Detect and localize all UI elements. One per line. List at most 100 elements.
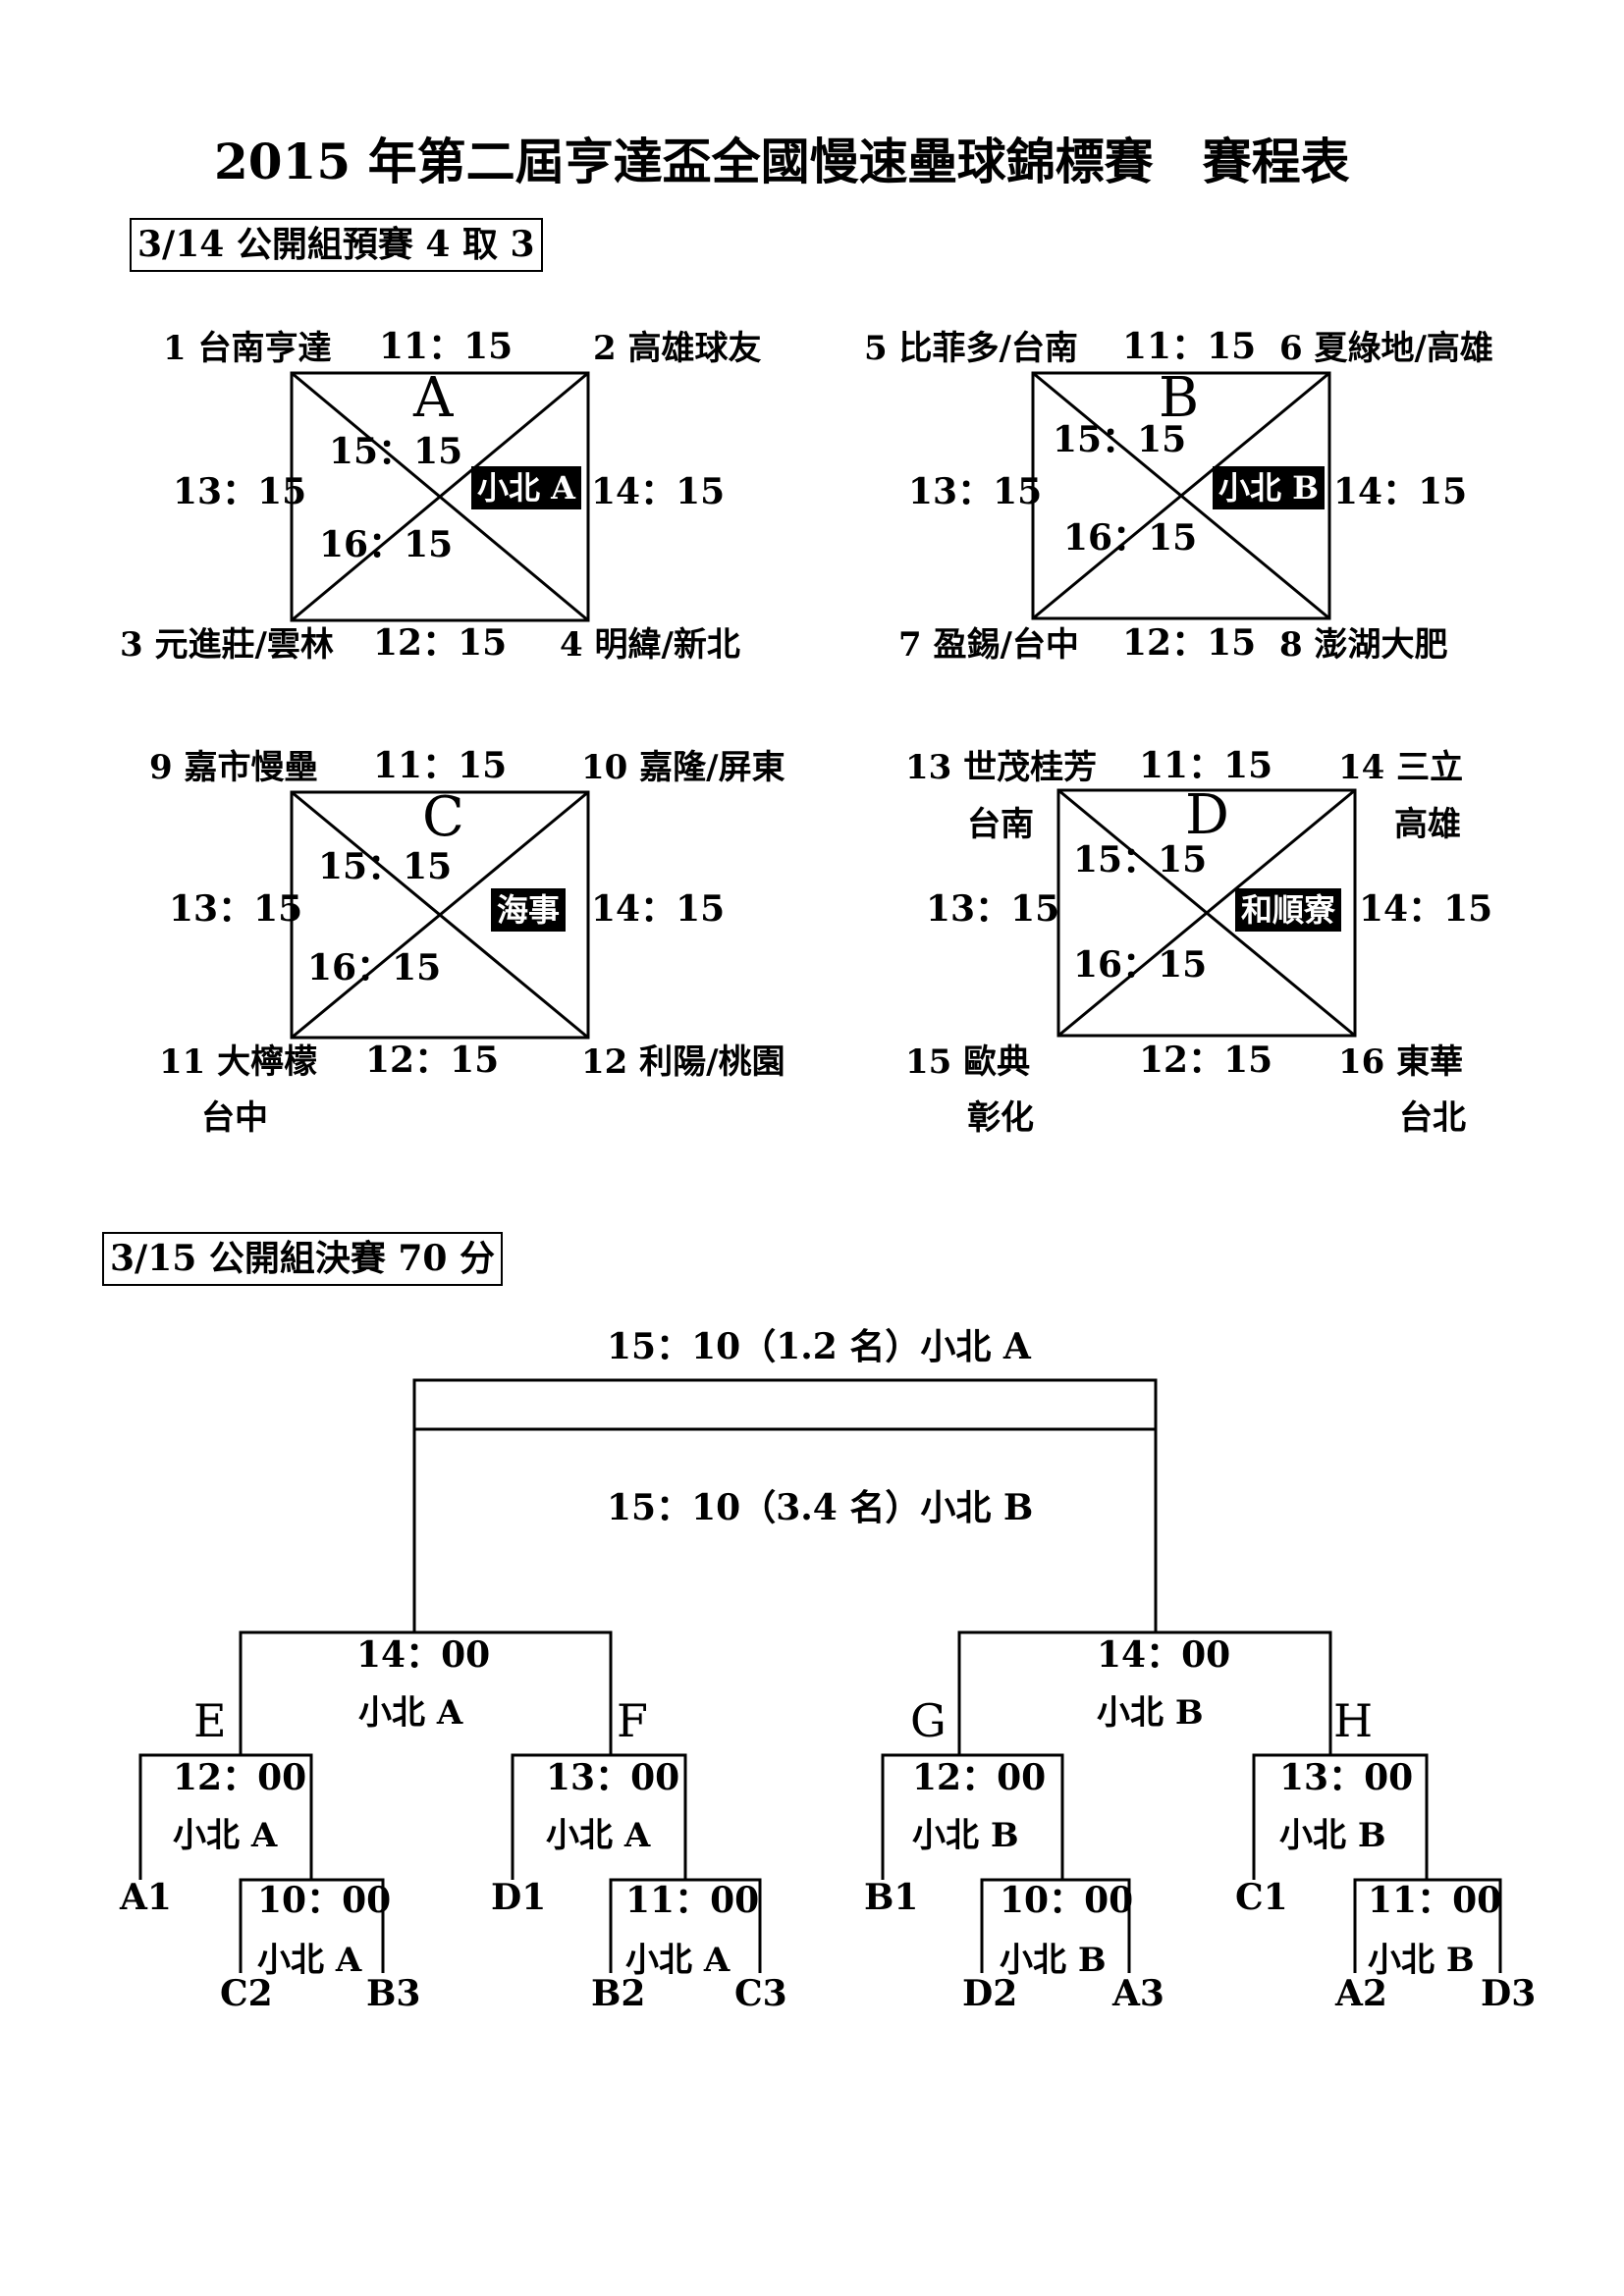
group-c-label: C xyxy=(422,785,464,849)
bracket-e-sub-winner: 小北 A xyxy=(257,1941,362,1980)
bracket-f-sub-winner: 小北 A xyxy=(625,1941,731,1980)
group-c-winner: 海事 xyxy=(491,888,567,932)
e-sub-bracket xyxy=(239,1878,385,1973)
group-c-team-11-city: 台中 xyxy=(201,1098,268,1138)
group-b-left-time: 13：15 xyxy=(908,471,1043,512)
bracket-h-winner: 小北 B xyxy=(1279,1816,1386,1855)
bracket-e-winner: 小北 A xyxy=(173,1816,278,1855)
group-a-diag1-time: 15：15 xyxy=(329,431,463,472)
page-title: 2015 年第二屆亨達盃全國慢速壘球錦標賽 賽程表 xyxy=(214,133,1350,190)
seed-b1: B1 xyxy=(864,1877,919,1918)
group-a-winner: 小北 A xyxy=(471,466,581,509)
semi-left-winner: 小北 A xyxy=(358,1693,463,1733)
group-b-winner: 小北 B xyxy=(1213,466,1326,509)
seed-c1: C1 xyxy=(1235,1877,1288,1918)
f-bracket xyxy=(511,1753,687,1880)
group-d-team-15-city: 彰化 xyxy=(967,1098,1034,1138)
g-bracket xyxy=(881,1753,1064,1880)
bracket-f-winner: 小北 A xyxy=(546,1816,651,1855)
bracket-e-time: 12：00 xyxy=(173,1757,307,1798)
bracket-h-sub-winner: 小北 B xyxy=(1368,1941,1475,1980)
group-d-right-time: 14：15 xyxy=(1359,888,1493,930)
group-d-left-time: 13：15 xyxy=(926,888,1060,930)
group-c-top-time: 11：15 xyxy=(373,745,508,786)
group-c-bottom-time: 12：15 xyxy=(365,1040,500,1081)
group-d-bottom-time: 12：15 xyxy=(1139,1040,1273,1081)
group-c-right-time: 14：15 xyxy=(591,888,726,930)
f-sub-bracket xyxy=(609,1878,762,1973)
group-a-diag2-time: 16：15 xyxy=(319,524,454,565)
group-a-right-time: 14：15 xyxy=(591,471,726,512)
bracket-g-sub-winner: 小北 B xyxy=(1000,1941,1107,1980)
seed-a3: A3 xyxy=(1112,1973,1164,2014)
seed-d2: D2 xyxy=(962,1973,1018,2014)
group-d-team-13-city: 台南 xyxy=(967,805,1034,844)
group-c-team-10: 10 嘉隆/屏東 xyxy=(581,748,785,787)
group-b-team-5: 5 比菲多/台南 xyxy=(864,329,1078,368)
final-box xyxy=(412,1378,1158,1632)
group-d-team-14: 14 三立 xyxy=(1338,748,1464,787)
group-d-team-15: 15 歐典 xyxy=(905,1042,1031,1082)
group-b-team-7: 7 盈錫/台中 xyxy=(898,625,1079,665)
group-b-diag2-time: 16：15 xyxy=(1063,517,1198,559)
seed-c2: C2 xyxy=(220,1973,273,2014)
group-c-left-time: 13：15 xyxy=(169,888,303,930)
group-a-team-2: 2 高雄球友 xyxy=(593,329,762,368)
group-a-bottom-time: 12：15 xyxy=(373,622,508,664)
group-a-team-4: 4 明緯/新北 xyxy=(560,625,740,665)
bracket-e-label: E xyxy=(193,1694,227,1747)
group-a-top-time: 11：15 xyxy=(379,326,514,367)
group-d-team-13: 13 世茂桂芳 xyxy=(905,748,1098,787)
group-c-team-11: 11 大檸檬 xyxy=(159,1042,318,1082)
g-sub-bracket xyxy=(980,1878,1131,1973)
semi-right xyxy=(957,1630,1332,1755)
h-bracket xyxy=(1252,1753,1429,1880)
group-b-right-time: 14：15 xyxy=(1333,471,1468,512)
bracket-f-sub-time: 11：00 xyxy=(625,1880,760,1921)
group-d-winner: 和順寮 xyxy=(1235,888,1342,932)
section-final-header: 3/15 公開組決賽 70 分 xyxy=(102,1232,503,1287)
group-a-diag2 xyxy=(291,371,589,622)
seed-d1: D1 xyxy=(491,1877,547,1918)
bracket-h-sub-time: 11：00 xyxy=(1368,1880,1502,1921)
seed-a1: A1 xyxy=(120,1877,172,1918)
group-d-top-time: 11：15 xyxy=(1139,745,1273,786)
group-c-box xyxy=(290,790,590,1040)
seed-b2: B2 xyxy=(591,1973,646,2014)
h-sub-bracket xyxy=(1353,1878,1502,1973)
group-a-box xyxy=(290,371,590,622)
bracket-h-time: 13：00 xyxy=(1279,1757,1414,1798)
group-b-diag1-time: 15：15 xyxy=(1053,419,1187,460)
final-1-2: 15：10（1.2 名）小北 A xyxy=(607,1326,1031,1367)
bracket-g-winner: 小北 B xyxy=(912,1816,1019,1855)
group-a-team-3: 3 元進莊/雲林 xyxy=(120,625,334,665)
group-b-label: B xyxy=(1159,366,1200,430)
semi-right-time: 14：00 xyxy=(1097,1634,1231,1676)
group-c-team-12: 12 利陽/桃園 xyxy=(581,1042,785,1082)
group-b-team-6: 6 夏綠地/高雄 xyxy=(1279,329,1493,368)
group-c-diag1-time: 15：15 xyxy=(318,846,453,887)
group-d-diag2 xyxy=(1057,788,1356,1038)
bracket-g-label: G xyxy=(910,1694,947,1747)
bracket-f-label: F xyxy=(617,1694,648,1747)
seed-b3: B3 xyxy=(366,1973,421,2014)
group-d-diag1-time: 15：15 xyxy=(1073,839,1208,881)
seed-a2: A2 xyxy=(1335,1973,1387,2014)
seed-d3: D3 xyxy=(1481,1973,1537,2014)
group-b-box xyxy=(1031,371,1331,620)
group-d-team-16-city: 台北 xyxy=(1399,1098,1466,1138)
group-d-diag2-time: 16：15 xyxy=(1073,944,1208,986)
group-a-label: A xyxy=(413,366,454,430)
semi-right-winner: 小北 B xyxy=(1097,1693,1204,1733)
group-d-label: D xyxy=(1185,783,1229,847)
group-c-diag2-time: 16：15 xyxy=(307,947,442,988)
e-bracket xyxy=(138,1753,313,1880)
bracket-e-sub-time: 10：00 xyxy=(257,1880,392,1921)
group-b-bottom-time: 12：15 xyxy=(1122,622,1257,664)
group-a-team-1: 1 台南亨達 xyxy=(163,329,332,368)
bracket-g-time: 12：00 xyxy=(912,1757,1047,1798)
bracket-f-time: 13：00 xyxy=(546,1757,680,1798)
semi-left-time: 14：00 xyxy=(356,1634,491,1676)
section-prelim-header: 3/14 公開組預賽 4 取 3 xyxy=(130,218,543,273)
